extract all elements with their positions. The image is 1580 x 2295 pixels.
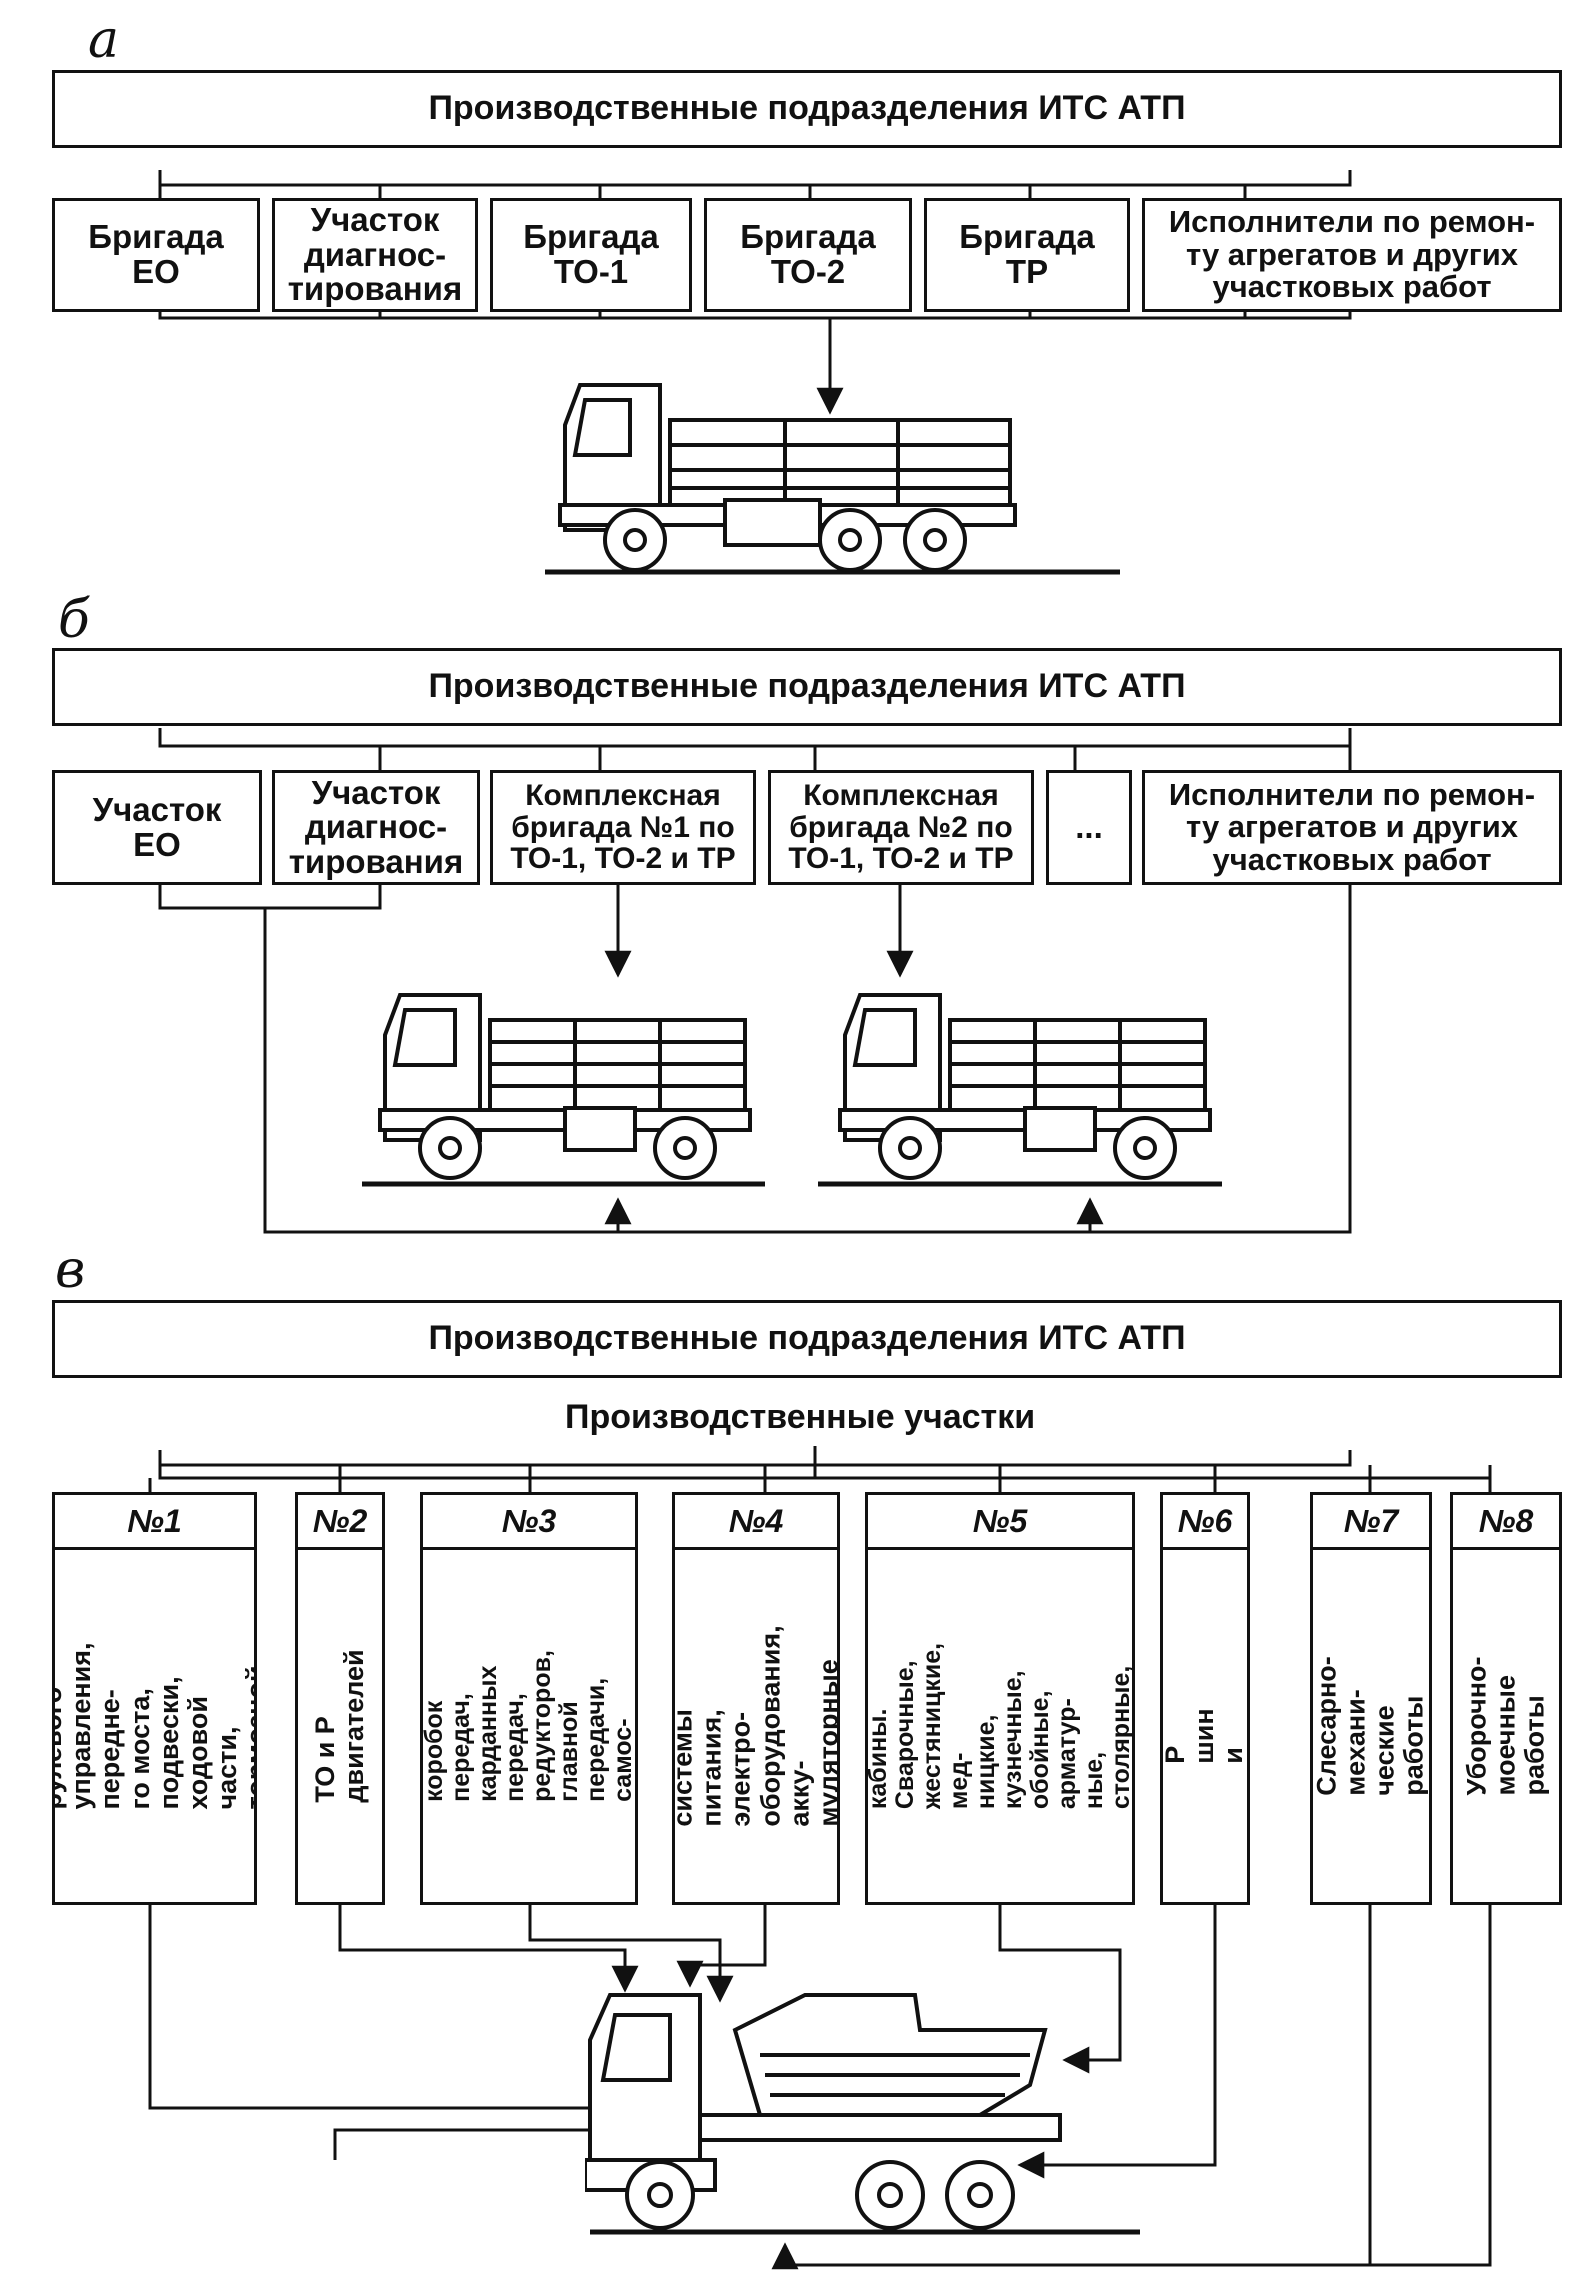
shop-4: №4 ТО и Р системы питания, электро- обор… — [672, 1492, 840, 1905]
section-a-header: Производственные подразделения ИТС АТП — [52, 70, 1562, 148]
shop-3-description: ТО и Р сцеплений, коробок передач, карда… — [423, 1650, 635, 1802]
shop-3-number: №3 — [423, 1495, 635, 1550]
section-b-unit-diagnostics: Участок диагнос- тирования — [272, 770, 480, 885]
shop-1-number: №1 — [55, 1495, 254, 1550]
section-b-unit-more: ... — [1046, 770, 1132, 885]
shop-8: №8 Уборочно-моечные работы — [1450, 1492, 1562, 1905]
section-a-unit-tr: Бригада ТР — [924, 198, 1130, 312]
shop-4-description: ТО и Р системы питания, электро- оборудо… — [675, 1625, 837, 1827]
section-b-letter: б — [58, 590, 90, 650]
section-c-subtitle: Производственные участки — [565, 1398, 1036, 1436]
section-c-letter: в — [55, 1240, 86, 1300]
section-c-header: Производственные подразделения ИТС АТП — [52, 1300, 1562, 1378]
section-a-unit-repair-workers: Исполнители по ремон- ту агрегатов и дру… — [1142, 198, 1562, 312]
section-b-unit-eo: Участок ЕО — [52, 770, 262, 885]
shop-8-description: Уборочно-моечные работы — [1461, 1656, 1550, 1796]
shop-2-description: ТО и Р двигателей — [309, 1649, 369, 1803]
shop-7-description: Слесарно-механи- ческие работы — [1313, 1656, 1429, 1796]
shop-7: №7 Слесарно-механи- ческие работы — [1310, 1492, 1432, 1905]
truck-illustration-a — [558, 383, 1017, 572]
truck-illustration-b1 — [378, 993, 752, 1180]
shop-2: №2 ТО и Р двигателей — [295, 1492, 385, 1905]
section-b-unit-brigade-1: Комплексная бригада №1 по ТО-1, ТО-2 и Т… — [490, 770, 756, 885]
section-b-unit-repair-workers: Исполнители по ремон- ту агрегатов и дру… — [1142, 770, 1562, 885]
truck-illustration-b2 — [838, 993, 1212, 1180]
shop-1: №1 ТО и Р рулевого управления, передне- … — [52, 1492, 257, 1905]
section-a-unit-to1: Бригада ТО-1 — [490, 198, 692, 312]
shop-8-number: №8 — [1453, 1495, 1559, 1550]
shop-6-number: №6 — [1163, 1495, 1247, 1550]
section-b-header: Производственные подразделения ИТС АТП — [52, 648, 1562, 726]
shop-4-number: №4 — [675, 1495, 837, 1550]
section-b-unit-brigade-2: Комплексная бригада №2 по ТО-1, ТО-2 и Т… — [768, 770, 1034, 885]
section-a-unit-eo: Бригада ЕО — [52, 198, 260, 312]
shop-6-description: ТО и Р шин и колес — [1163, 1708, 1247, 1764]
section-a-letter: а — [88, 10, 120, 70]
shop-3: №3 ТО и Р сцеплений, коробок передач, ка… — [420, 1492, 638, 1905]
section-a-unit-to2: Бригада ТО-2 — [704, 198, 912, 312]
shop-1-description: ТО и Р рулевого управления, передне- го … — [55, 1642, 254, 1810]
dump-truck-illustration — [585, 1993, 1062, 2230]
shop-5-description: ТО и Р рамы, кузова, кабины. Сварочные, … — [868, 1642, 1132, 1810]
shop-5: №5 ТО и Р рамы, кузова, кабины. Сварочны… — [865, 1492, 1135, 1905]
shop-7-number: №7 — [1313, 1495, 1429, 1550]
shop-5-number: №5 — [868, 1495, 1132, 1550]
section-a-unit-diagnostics: Участок диагнос- тирования — [272, 198, 478, 312]
shop-2-number: №2 — [298, 1495, 382, 1550]
shop-6: №6 ТО и Р шин и колес — [1160, 1492, 1250, 1905]
